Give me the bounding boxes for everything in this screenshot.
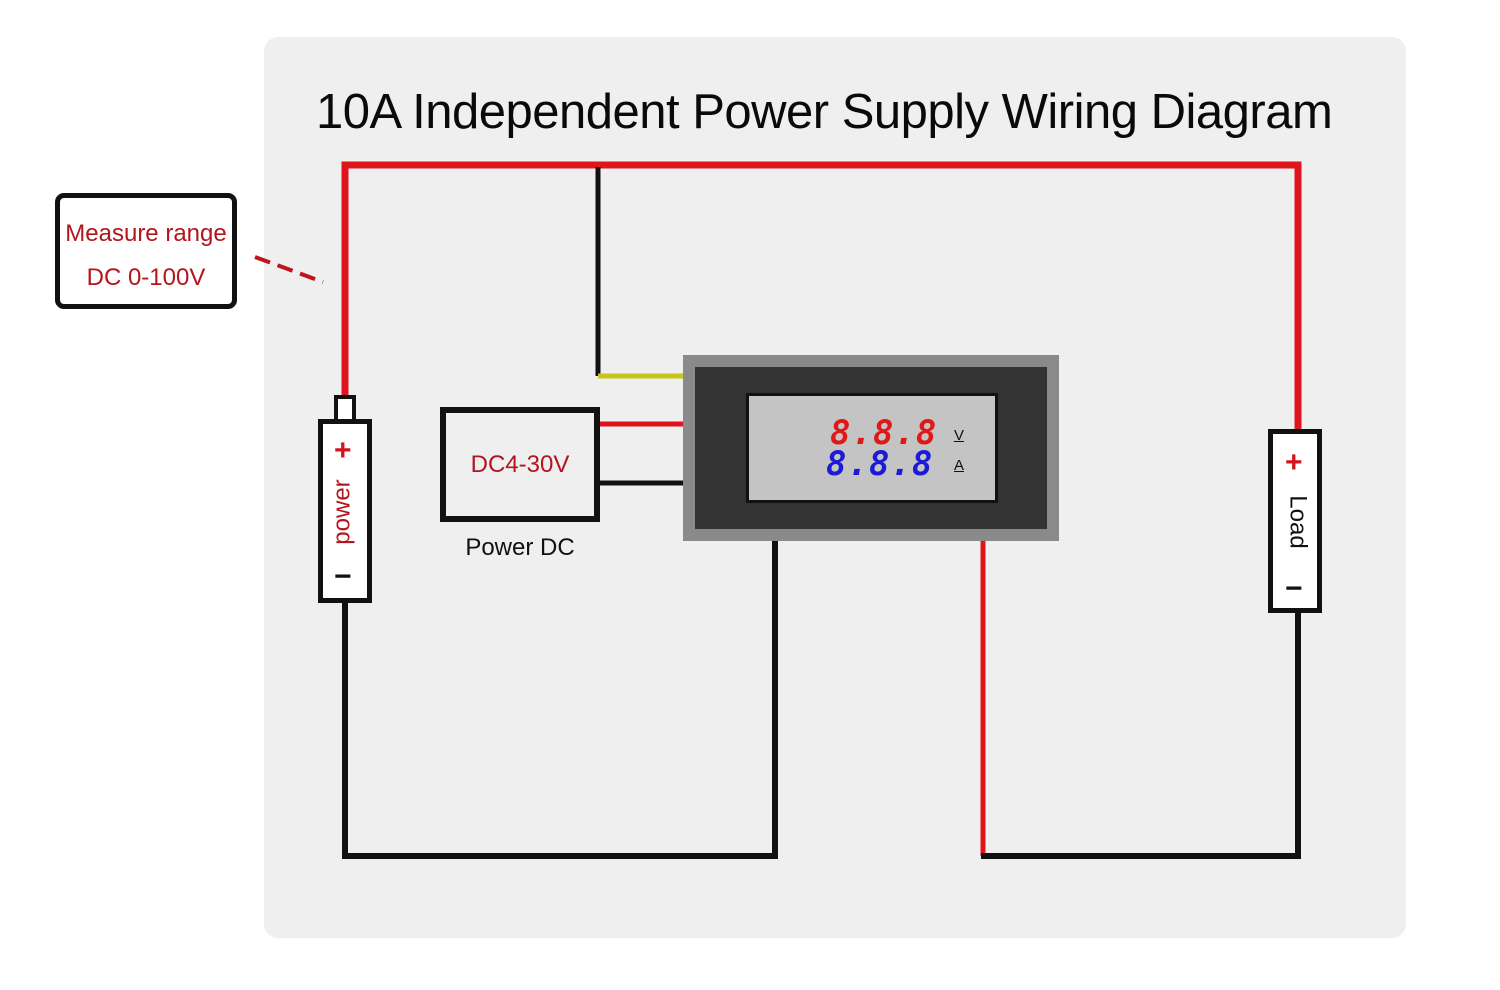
voltage-readout: 8.8.8	[830, 413, 938, 453]
measure-range-callout: Measure range DC 0-100V	[55, 193, 237, 309]
power-minus-icon: −	[334, 560, 352, 593]
load-box	[1268, 429, 1322, 613]
current-unit: A	[954, 457, 965, 474]
voltage-unit: V	[954, 427, 965, 444]
power-plus-icon: +	[334, 434, 352, 467]
callout-line1: Measure range	[65, 220, 227, 247]
dc-supply-label: DC4-30V	[470, 450, 570, 478]
current-readout: 8.8.8	[826, 444, 934, 484]
wire-negative-left	[342, 540, 778, 859]
power-battery	[318, 419, 372, 603]
load-label: Load	[1284, 495, 1312, 549]
load-minus-icon: −	[1285, 572, 1303, 605]
diagram-title: 10A Independent Power Supply Wiring Diag…	[316, 85, 1333, 139]
battery-terminal-cap	[334, 395, 356, 422]
dc-supply-box: DC4-30V	[440, 407, 600, 522]
power-label: power	[328, 479, 356, 545]
wire-negative-right	[981, 610, 1301, 859]
load-plus-icon: +	[1285, 446, 1303, 479]
meter-screen	[746, 393, 998, 503]
callout-pointer	[254, 255, 324, 284]
callout-line2: DC 0-100V	[86, 264, 206, 291]
dc-supply-caption: Power DC	[465, 534, 575, 561]
wire-positive-top	[341, 161, 1302, 430]
